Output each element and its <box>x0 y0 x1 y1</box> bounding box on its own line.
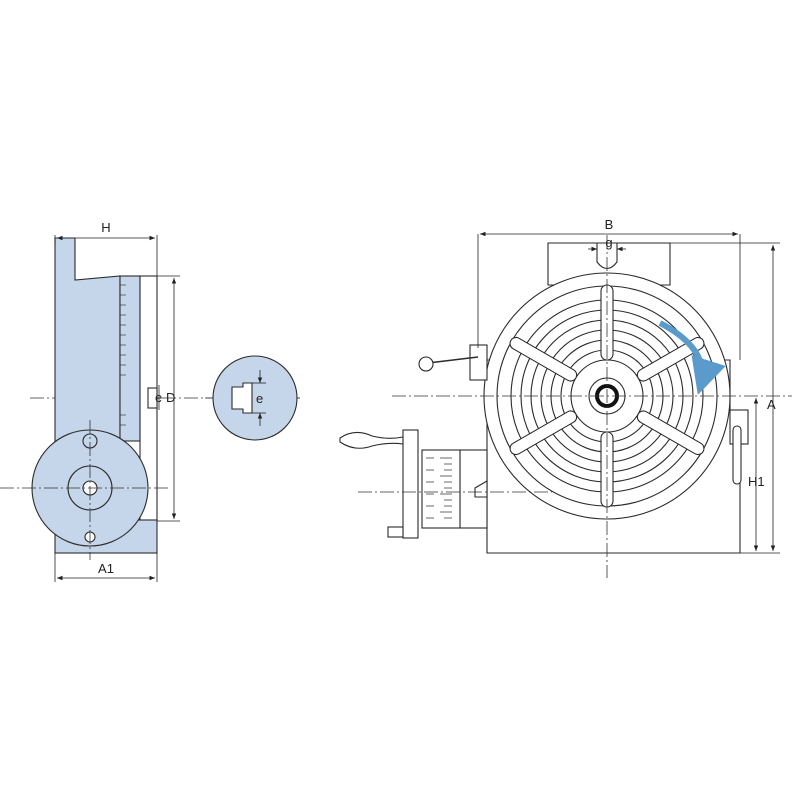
side-scale-ticks <box>120 284 126 426</box>
crank-stop <box>387 526 404 538</box>
right-lock-lever <box>729 409 749 485</box>
dim-B-label: B <box>605 217 614 232</box>
dim-D-label: D <box>166 390 175 405</box>
worm-crank-assembly <box>339 429 488 539</box>
t-slot-profile <box>231 382 253 414</box>
dim-e-detail-label: e <box>256 391 263 406</box>
side-table-plate <box>119 275 141 442</box>
side-view: H A1 D e <box>0 220 300 582</box>
dial-collar <box>421 449 461 529</box>
slot-detail-circle <box>212 355 298 441</box>
side-center-boss <box>147 387 158 409</box>
front-radial-slots <box>509 284 705 508</box>
dim-g-label: g <box>605 235 612 250</box>
front-view: B g A H1 <box>339 217 792 578</box>
dial-graduations <box>426 457 452 519</box>
front-g-slot <box>596 242 618 270</box>
rotation-arrow-icon <box>658 320 726 395</box>
crank-handle <box>339 431 404 449</box>
dim-A1-label: A1 <box>98 561 114 576</box>
dim-A-label: A <box>767 397 776 412</box>
worm-lock-knob <box>474 480 488 498</box>
dim-H1-label: H1 <box>748 474 765 489</box>
dim-H-label: H <box>101 220 110 235</box>
slot-detail: e <box>205 355 300 441</box>
side-body <box>54 237 121 456</box>
left-lock-lever <box>418 344 488 381</box>
crank-arm <box>402 429 419 539</box>
dim-e-side-label: e <box>155 390 162 405</box>
